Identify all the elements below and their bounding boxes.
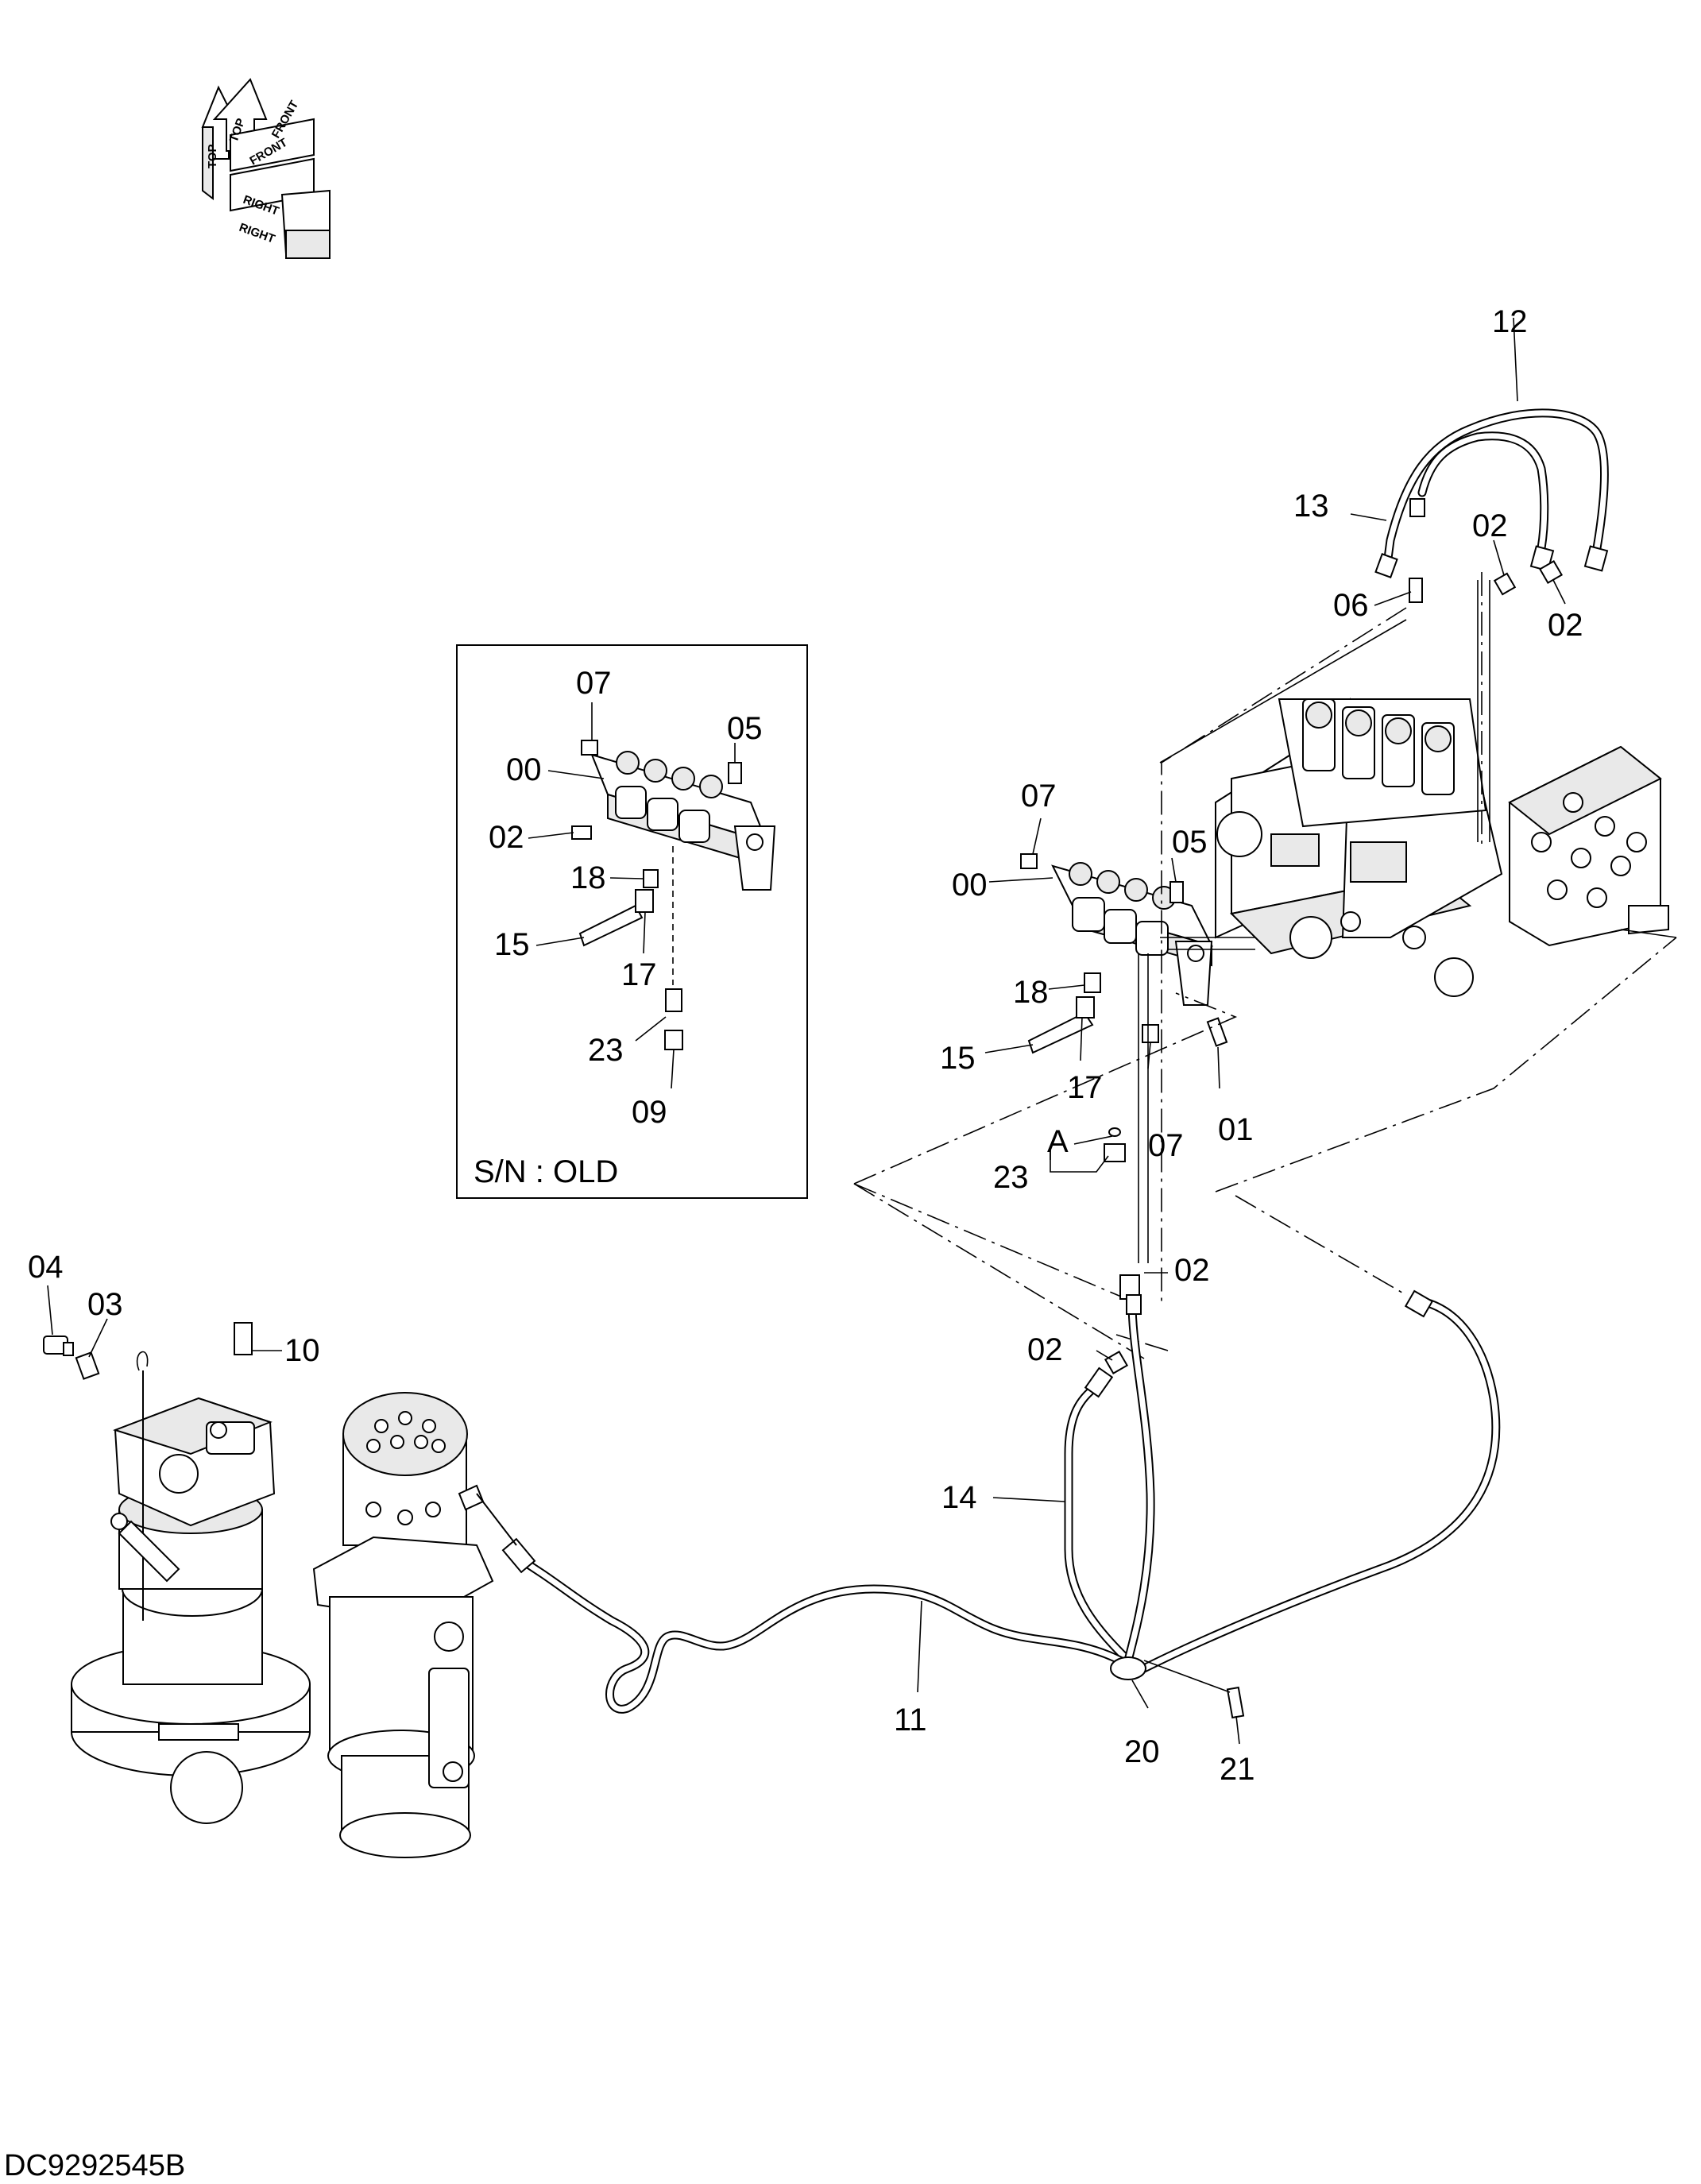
label-11: 11 bbox=[894, 1703, 927, 1738]
drawing-code: DC9292545B bbox=[4, 2149, 185, 2182]
callout-labels: 12 13 02 06 02 07 05 00 18 15 17 07 01 A… bbox=[28, 304, 1583, 1787]
label-06: 06 bbox=[1333, 588, 1369, 623]
label-A: A bbox=[1047, 1124, 1069, 1159]
inset-sensor-05 bbox=[728, 762, 742, 784]
clamp-20 bbox=[1110, 1656, 1146, 1680]
label-00: 00 bbox=[952, 868, 988, 903]
fitting-02-lower bbox=[1104, 1350, 1129, 1375]
fitting-03 bbox=[75, 1351, 100, 1380]
reference-lines bbox=[853, 572, 1677, 1359]
hose-15 bbox=[1027, 1011, 1094, 1054]
fitting-02-left bbox=[1493, 572, 1517, 596]
fitting-02-right bbox=[1538, 559, 1564, 585]
orient-right-1: RIGHT bbox=[238, 221, 277, 246]
inset-fitting-18 bbox=[643, 869, 659, 888]
inset-part-23 bbox=[665, 988, 682, 1012]
inset-caption: S/N : OLD bbox=[474, 1154, 618, 1189]
swivel-joint bbox=[312, 1392, 517, 1858]
bolt-01 bbox=[1206, 1017, 1228, 1047]
inset-label-18: 18 bbox=[570, 860, 606, 895]
inset-plug-07 bbox=[581, 740, 598, 756]
hose-assembly-12-13 bbox=[1350, 317, 1609, 606]
orientation-icon: TOP TOP FRONT FRONT RIGHT RIGHT bbox=[201, 78, 331, 259]
label-01: 01 bbox=[1218, 1112, 1254, 1147]
inset-elbow-17 bbox=[635, 889, 654, 913]
fitting-18 bbox=[1084, 972, 1101, 993]
label-17: 17 bbox=[1067, 1070, 1103, 1105]
plug-07-upper bbox=[1020, 853, 1038, 869]
lower-hoses bbox=[501, 1272, 1501, 1745]
inset-label-02: 02 bbox=[489, 820, 524, 855]
inset-solenoid-manifold bbox=[590, 751, 776, 891]
fitting-04 bbox=[43, 1336, 74, 1356]
oring-A bbox=[1108, 1127, 1121, 1137]
label-02-hose-upper: 02 bbox=[1174, 1253, 1210, 1288]
label-02-right: 02 bbox=[1548, 608, 1583, 643]
inset-old-serial: 07 05 00 02 18 15 17 23 09 S/N : OLD bbox=[456, 644, 808, 1199]
elbow-23 bbox=[1104, 1143, 1126, 1162]
label-20: 20 bbox=[1124, 1734, 1160, 1769]
inset-label-09: 09 bbox=[632, 1095, 667, 1130]
label-07-upper: 07 bbox=[1021, 779, 1057, 814]
label-04: 04 bbox=[28, 1250, 64, 1285]
label-10: 10 bbox=[284, 1333, 320, 1368]
label-02-top: 02 bbox=[1472, 508, 1508, 543]
inset-label-00: 00 bbox=[506, 752, 542, 787]
sensor-05 bbox=[1169, 881, 1184, 903]
swing-motor bbox=[71, 1351, 311, 1824]
inset-fitting-02 bbox=[571, 825, 592, 840]
bolt-21 bbox=[1226, 1686, 1245, 1719]
inset-label-17: 17 bbox=[621, 957, 657, 992]
label-12: 12 bbox=[1492, 304, 1528, 339]
label-14: 14 bbox=[941, 1480, 977, 1515]
plug-07-lower bbox=[1142, 1024, 1159, 1043]
orient-top-1: TOP bbox=[206, 144, 219, 168]
elbow-17 bbox=[1076, 996, 1095, 1019]
label-18: 18 bbox=[1013, 975, 1049, 1010]
inset-label-05: 05 bbox=[727, 711, 763, 746]
fitting-06 bbox=[1409, 578, 1423, 603]
label-02-hose-lower: 02 bbox=[1027, 1332, 1063, 1367]
label-21: 21 bbox=[1220, 1752, 1255, 1787]
main-control-valve bbox=[1159, 580, 1677, 997]
label-23: 23 bbox=[993, 1160, 1029, 1195]
inset-label-23: 23 bbox=[588, 1033, 624, 1068]
label-13: 13 bbox=[1293, 489, 1329, 524]
label-07-lower: 07 bbox=[1148, 1128, 1184, 1163]
label-05: 05 bbox=[1172, 825, 1208, 860]
inset-hose-15 bbox=[578, 904, 644, 947]
inset-label-07: 07 bbox=[576, 666, 612, 701]
sensor-10 bbox=[234, 1322, 253, 1355]
inset-part-09 bbox=[664, 1030, 683, 1050]
inset-label-15: 15 bbox=[494, 927, 530, 962]
label-03: 03 bbox=[87, 1287, 123, 1322]
label-15: 15 bbox=[940, 1041, 976, 1076]
